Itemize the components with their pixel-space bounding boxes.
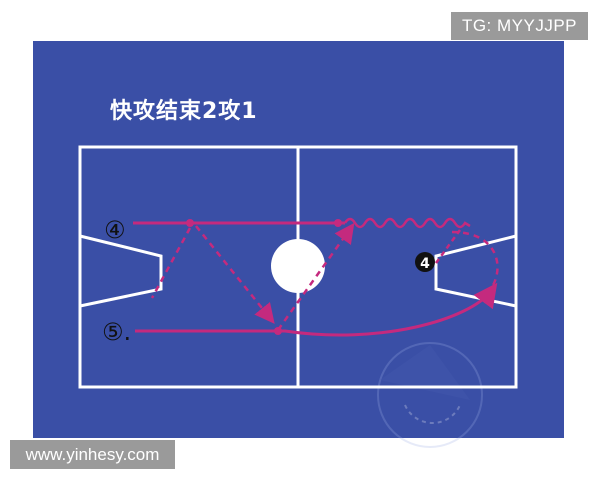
diagram-title: 快攻结束2攻1: [110, 99, 258, 124]
finish-pass-curve: [451, 230, 499, 291]
pass-diagonal-3: [276, 222, 355, 331]
path-node: [334, 219, 342, 227]
path-node: [274, 327, 282, 335]
watermark-top-right: TG: MYYJJPP: [451, 12, 588, 40]
player-4-right-marker-bg: [415, 252, 435, 272]
finish-pass-short: [434, 229, 462, 264]
watermark-bottom-left: www.yinhesy.com: [10, 440, 175, 469]
left-free-throw-lane: [79, 234, 163, 308]
player-5-left-marker: ⑤.: [102, 318, 131, 346]
center-circle: [271, 239, 325, 293]
player4-dribble-path: [343, 217, 471, 229]
background-watermark-graphic: [377, 342, 483, 448]
player-4-right-marker: 4: [420, 256, 430, 272]
pass-diagonal-1: [195, 225, 275, 324]
pass-diagonal-2: [150, 227, 192, 299]
path-node: [186, 219, 194, 227]
player5-movement-path: [135, 282, 498, 337]
player-4-left-marker: ④: [104, 216, 126, 244]
